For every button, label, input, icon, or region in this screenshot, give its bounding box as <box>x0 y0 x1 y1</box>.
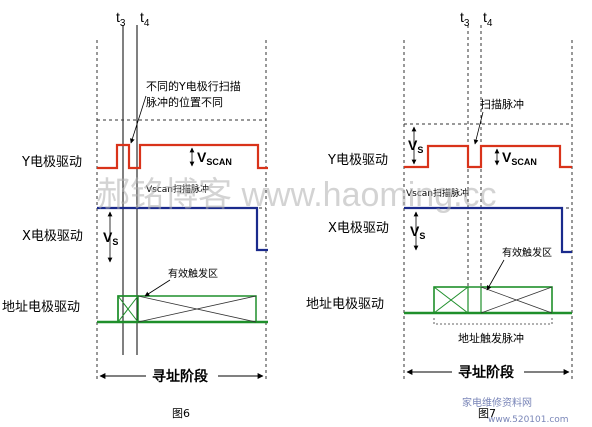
fig7-valid-zone-label: 有效触发区 <box>502 246 552 259</box>
fig6-note-arrow <box>130 95 147 144</box>
fig7-caption: 图7 <box>478 407 496 420</box>
figure-6: t3 t4 不同的Y电极行扫描 脉冲的位置不同 Y电极驱动 VSCAN Vsca… <box>2 9 268 420</box>
fig6-vscan-label: VSCAN <box>197 149 232 167</box>
watermark-text: 郝铭博客 www.haoming.cc <box>96 176 497 214</box>
fig6-y-waveform <box>97 143 268 170</box>
fig6-phase-label: 寻址阶段 <box>152 368 208 385</box>
fig6-x-label: X电极驱动 <box>22 229 83 244</box>
fig6-addr-label: 地址电极驱动 <box>2 300 80 315</box>
fig6-vscan-pulse-label: Vscan扫描脉冲 <box>146 183 209 195</box>
fig6-x-waveform <box>97 206 268 252</box>
fig6-note-line2: 脉冲的位置不同 <box>146 95 223 109</box>
fig6-note-line1: 不同的Y电极行扫描 <box>146 79 241 93</box>
fig6-t3-label: t3 <box>116 9 126 29</box>
fig7-y-waveform <box>404 144 572 169</box>
fig6-caption: 图6 <box>172 407 190 420</box>
fig7-x-label: X电极驱动 <box>328 221 389 236</box>
fig7-addr-pulse <box>433 286 553 314</box>
fig7-vscan-label: VSCAN <box>502 149 537 167</box>
fig7-t4-label: t4 <box>483 9 493 29</box>
fig7-vscan-pulse-label: Vscan扫描脉冲 <box>406 187 469 199</box>
fig7-addr-pulse-label: 地址触发脉冲 <box>458 331 524 345</box>
fig6-y-label: Y电极驱动 <box>21 155 82 170</box>
fig7-addr-pulse-bracket <box>433 318 553 325</box>
fig7-scan-pulse-arrow <box>473 111 484 145</box>
fig6-vs-label: VS <box>103 229 118 247</box>
fig7-x-waveform <box>404 206 572 254</box>
footer-watermark-url: www.520101.com <box>488 415 569 425</box>
figure-7: t3 t4 扫描脉冲 Y电极驱动 VS VSCAN Vscan扫描脉冲 X电极驱… <box>306 9 573 420</box>
fig7-y-label: Y电极驱动 <box>327 153 388 168</box>
fig7-vs-label: VS <box>410 223 425 241</box>
fig7-vs-top-label: VS <box>408 137 423 155</box>
fig7-phase-label: 寻址阶段 <box>458 364 514 381</box>
fig6-valid-zone-label: 有效触发区 <box>168 267 218 280</box>
fig7-valid-zone-arrow <box>486 259 505 291</box>
footer-watermark: 家电维修资料网 <box>462 396 532 409</box>
fig7-addr-label: 地址电极驱动 <box>306 297 384 312</box>
fig6-addr-pulse <box>117 295 257 323</box>
fig7-t3-label: t3 <box>460 9 470 29</box>
fig6-t4-label: t4 <box>140 9 150 29</box>
fig7-scan-pulse-label: 扫描脉冲 <box>480 97 524 111</box>
fig6-valid-zone-arrow <box>144 279 171 297</box>
